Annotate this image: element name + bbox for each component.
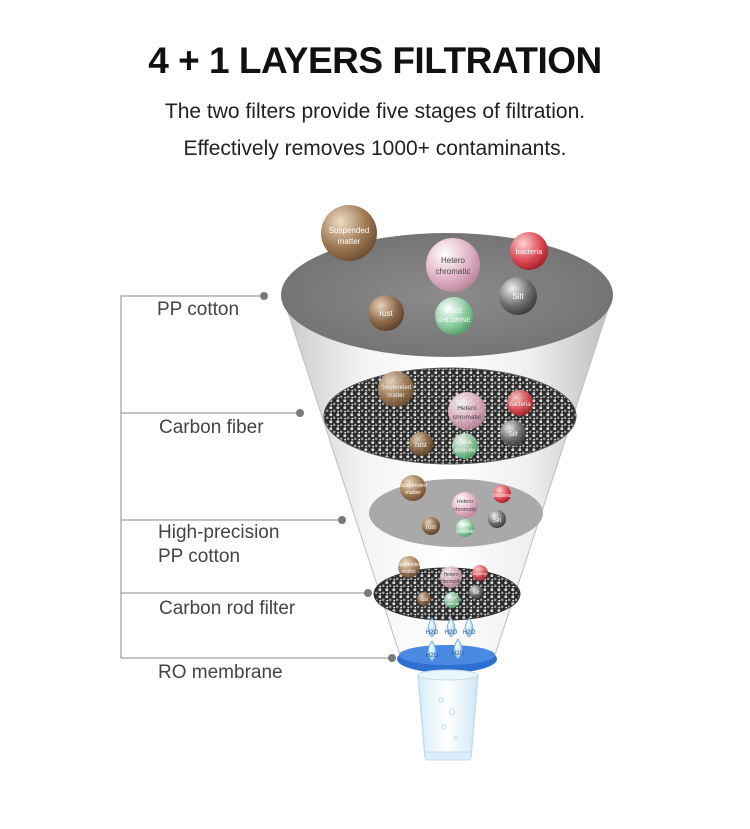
h2o-drop-label: H2O (463, 630, 476, 636)
svg-text:Hetero: Hetero (443, 572, 458, 578)
svg-text:chlorine: chlorine (454, 448, 476, 454)
label-carbon-rod-filter: Carbon rod filter (159, 598, 296, 619)
svg-text:matter: matter (387, 393, 404, 399)
rust-ball (368, 295, 404, 331)
svg-text:Silt: Silt (473, 590, 481, 596)
svg-text:rust: rust (426, 525, 436, 531)
svg-text:Free: Free (460, 522, 471, 528)
contaminants-carbon-fiber: Suspended matter Hetero chromatic bacter… (378, 371, 533, 459)
contaminants-high-precision: Suspended matter Hetero chromatic bacter… (399, 475, 511, 537)
h2o-drop-label: H2O (426, 630, 439, 636)
h2o-drop-label: H2O (426, 653, 439, 659)
page-title: 4 + 1 LAYERS FILTRATION (148, 40, 602, 81)
svg-text:Hetero: Hetero (457, 405, 477, 412)
svg-text:matter: matter (405, 490, 421, 496)
svg-text:chromatic: chromatic (453, 507, 477, 513)
leader-dots (260, 292, 396, 662)
hetero-chromatic-ball (426, 238, 480, 292)
label-carbon-fiber: Carbon fiber (159, 417, 264, 438)
contaminants-top: Suspended matter Hetero chromatic bacter… (321, 205, 548, 335)
silt-ball (499, 277, 537, 315)
svg-text:Silt: Silt (493, 518, 502, 524)
svg-text:rust: rust (379, 309, 393, 318)
free-chlorine-ball (435, 297, 473, 335)
svg-text:chromatic: chromatic (453, 414, 482, 421)
suspended-matter-ball (321, 205, 377, 261)
svg-text:matter: matter (402, 569, 417, 575)
svg-text:Suspended: Suspended (381, 385, 411, 391)
svg-text:FREE: FREE (445, 308, 463, 315)
label-high-precision-pp-cotton: High-precision PP cotton (158, 521, 279, 569)
svg-text:matter: matter (338, 237, 361, 246)
bacteria-ball (510, 232, 548, 270)
svg-text:bacteria: bacteria (509, 402, 531, 408)
water-drops: H2O H2O H2O (426, 617, 476, 638)
label-pp-cotton: PP cotton (157, 299, 240, 320)
svg-text:rust: rust (420, 597, 429, 603)
svg-text:Hetero: Hetero (441, 256, 466, 265)
svg-text:bacteria: bacteria (493, 493, 511, 499)
svg-text:chlorine: chlorine (456, 529, 474, 535)
label-high-precision-line-1: High-precision (158, 522, 280, 543)
contaminants-carbon-rod: Suspended matter Hetero chromatic bacter… (396, 556, 488, 608)
svg-text:Silt: Silt (508, 431, 518, 438)
svg-text:bacteria: bacteria (473, 571, 488, 576)
svg-text:rust: rust (415, 442, 427, 449)
svg-text:Free: Free (459, 440, 472, 446)
subtitle-line-2: Effectively removes 1000+ contaminants. (183, 137, 567, 160)
h2o-drop-label: H2O (452, 651, 465, 657)
svg-text:Suspended: Suspended (329, 226, 369, 235)
svg-text:chromatic: chromatic (440, 579, 462, 585)
svg-text:chlorine: chlorine (445, 601, 460, 606)
svg-text:Free: Free (448, 595, 457, 600)
svg-text:CHLORINE: CHLORINE (437, 317, 471, 324)
leader-lines (120, 295, 392, 659)
svg-text:Silt: Silt (512, 292, 524, 301)
label-high-precision-line-2: PP cotton (158, 546, 241, 567)
label-ro-membrane: RO membrane (158, 662, 283, 683)
subtitle-line-1: The two filters provide five stages of f… (164, 100, 586, 123)
water-glass (417, 669, 479, 761)
h2o-drop-label: H2O (445, 630, 458, 636)
svg-text:bacteria: bacteria (516, 247, 544, 256)
svg-text:chromatic: chromatic (436, 267, 471, 276)
svg-text:Suspended: Suspended (396, 562, 422, 568)
svg-text:Hetero: Hetero (457, 499, 474, 505)
svg-text:Suspended: Suspended (399, 483, 427, 489)
